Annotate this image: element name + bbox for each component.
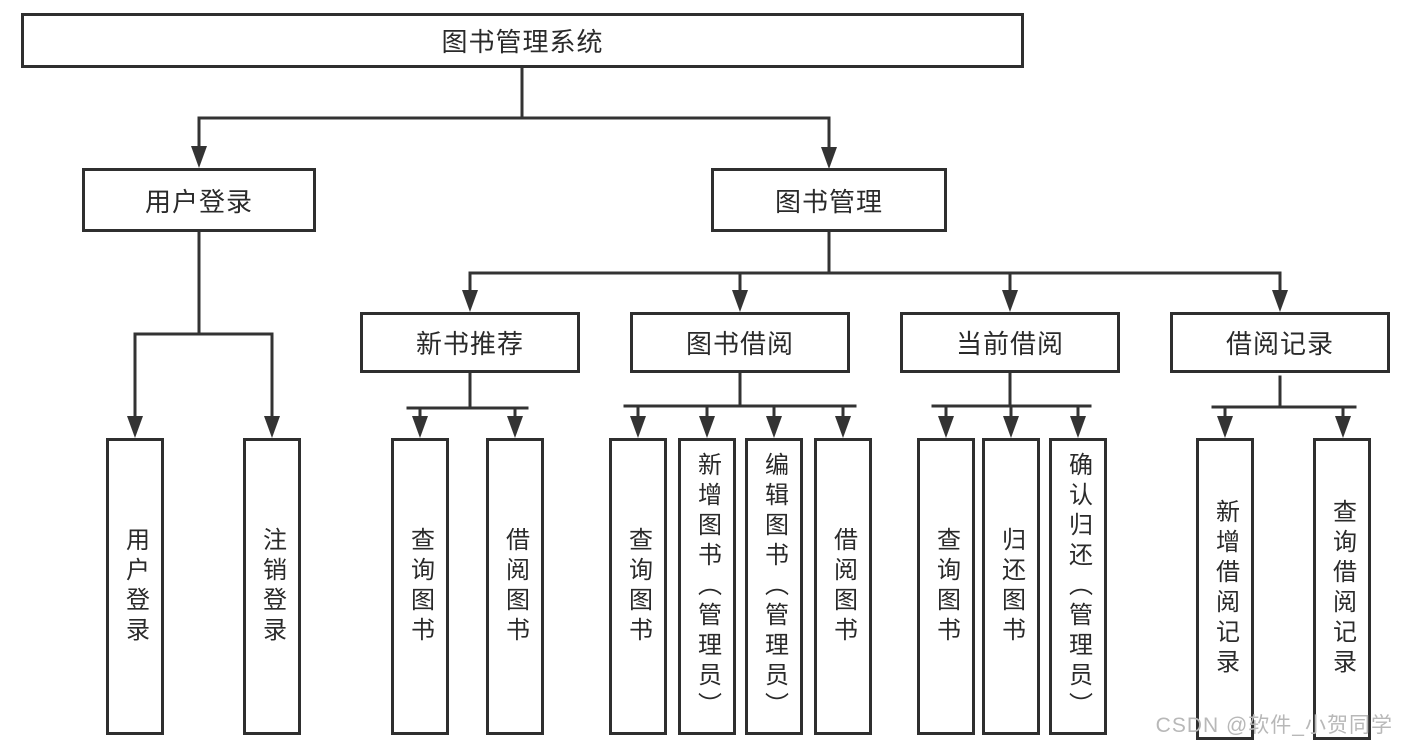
leaf-query-borrow-record: 查询借阅记录 (1313, 438, 1371, 740)
arrowheads (127, 146, 1351, 438)
node-book-management: 图书管理 (711, 168, 947, 232)
leaf-borrow-books-recommend: 借阅图书 (486, 438, 544, 735)
node-book-borrowing: 图书借阅 (630, 312, 850, 373)
node-current-borrowing: 当前借阅 (900, 312, 1120, 373)
leaf-confirm-return-admin: 确认归还（管理员） (1049, 438, 1107, 735)
csdn-watermark: CSDN @软件_小贺同学 (1155, 714, 1393, 737)
node-borrow-records: 借阅记录 (1170, 312, 1390, 373)
leaf-add-borrow-record: 新增借阅记录 (1196, 438, 1254, 740)
connector-user-login-to-leaves (133, 230, 274, 426)
connector-current-to-leaves (931, 371, 1092, 426)
leaf-user-login: 用户登录 (106, 438, 164, 735)
leaf-query-books-current: 查询图书 (917, 438, 975, 735)
connector-root-to-level2 (197, 66, 831, 155)
leaf-query-books-borrowing: 查询图书 (609, 438, 667, 735)
leaf-logout: 注销登录 (243, 438, 301, 735)
leaf-edit-books-admin: 编辑图书（管理员） (745, 438, 803, 735)
connector-records-to-leaves (1211, 375, 1357, 426)
node-user-login: 用户登录 (82, 168, 316, 232)
leaf-query-books-recommend: 查询图书 (391, 438, 449, 735)
connector-borrow-to-leaves (623, 371, 857, 426)
leaf-borrow-books: 借阅图书 (814, 438, 872, 735)
connector-new-book-to-leaves (406, 371, 529, 426)
node-new-book-recommend: 新书推荐 (360, 312, 580, 373)
connector-book-mgmt-to-level3 (468, 230, 1282, 300)
leaf-add-books-admin: 新增图书（管理员） (678, 438, 736, 735)
leaf-return-books: 归还图书 (982, 438, 1040, 735)
node-library-system: 图书管理系统 (21, 13, 1024, 68)
